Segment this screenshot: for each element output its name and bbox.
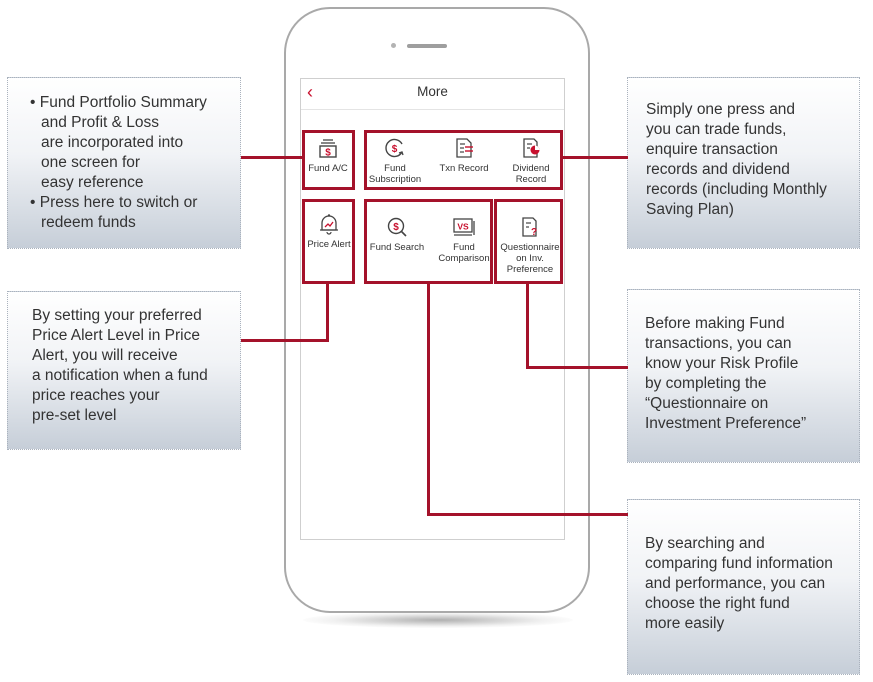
callout-portfolio-bullet-1: • Fund Portfolio Summary and Profit & Lo… [30, 94, 207, 191]
app-header: ‹ More [301, 79, 564, 110]
fund-account-icon: $ [319, 139, 337, 159]
callout-price-alert: By setting your preferred Price Alert Le… [7, 291, 241, 450]
fund-search-icon: $ [387, 217, 407, 237]
tile-txn-record[interactable]: Txn Record [432, 137, 496, 174]
highlight-questionnaire [494, 199, 563, 284]
connector-search-v [427, 283, 430, 516]
dividend-record-icon [523, 138, 540, 158]
svg-text:$: $ [392, 144, 398, 155]
connector-portfolio [241, 156, 303, 159]
highlight-price-alert [302, 199, 355, 284]
phone-speaker [407, 44, 447, 48]
connector-trade [562, 156, 628, 159]
fund-subscription-icon: $ [385, 138, 404, 158]
tile-fund-subscription[interactable]: $ Fund Subscription [366, 137, 424, 185]
tile-fund-account[interactable]: $ Fund A/C [303, 137, 353, 174]
tile-fund-search[interactable]: $ Fund Search [366, 216, 428, 253]
tile-fund-comparison[interactable]: VS Fund Comparison [434, 216, 494, 264]
callout-portfolio-summary: • Fund Portfolio Summary and Profit & Lo… [7, 77, 241, 249]
svg-text:?: ? [531, 227, 537, 238]
phone-shadow [303, 612, 573, 628]
svg-text:$: $ [325, 148, 331, 159]
tile-questionnaire[interactable]: ? Questionnaire on Inv. Preference [495, 216, 565, 275]
connector-price-alert-v [326, 283, 329, 341]
callout-portfolio-bullet-2: • Press here to switch or redeem funds [30, 194, 198, 231]
page-title: More [417, 84, 448, 99]
tile-price-alert[interactable]: Price Alert [303, 213, 355, 250]
callout-fund-search: By searching and comparing fund informat… [627, 499, 860, 675]
fund-comparison-icon: VS [453, 218, 475, 236]
tile-label: Txn Record [439, 163, 489, 174]
tile-dividend-record[interactable]: Dividend Record [501, 137, 561, 185]
connector-risk-h [526, 366, 628, 369]
callout-trade-funds: Simply one press and you can trade funds… [627, 77, 860, 249]
tile-label: Fund Search [369, 242, 425, 253]
callout-risk-profile: Before making Fund transactions, you can… [627, 289, 860, 463]
phone-camera [391, 43, 396, 48]
chevron-left-icon[interactable]: ‹ [307, 82, 313, 102]
svg-text:$: $ [393, 222, 399, 233]
tile-label: Price Alert [307, 239, 351, 250]
connector-price-alert-h [241, 339, 329, 342]
connector-risk-v [526, 283, 529, 369]
tile-label: Fund A/C [308, 163, 348, 174]
svg-text:VS: VS [457, 222, 469, 232]
connector-search-h [427, 513, 628, 516]
price-alert-icon [320, 214, 338, 235]
highlight-trade-group [364, 130, 563, 190]
questionnaire-icon: ? [522, 217, 537, 238]
highlight-search-compare [364, 199, 493, 284]
txn-record-icon [456, 138, 473, 158]
highlight-fund-account [302, 130, 355, 190]
app-screen [300, 78, 565, 540]
